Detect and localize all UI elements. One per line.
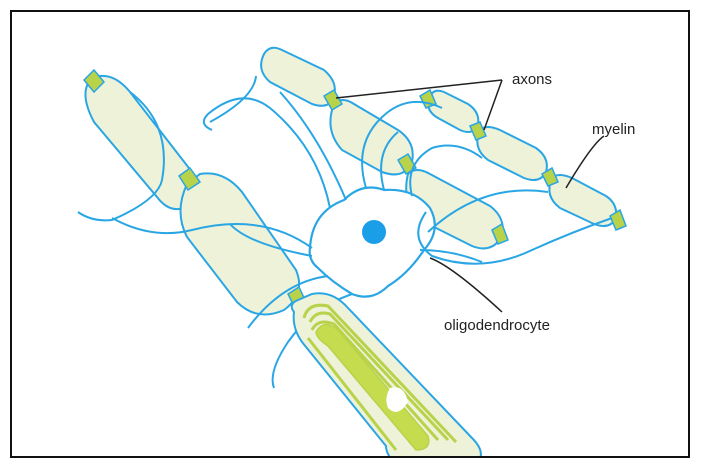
myelin-label: myelin: [592, 121, 635, 138]
nucleus: [362, 220, 386, 244]
axons-label: axons: [512, 71, 552, 88]
oligodendrocyte-diagram: axons myelin oligodendrocyte: [12, 12, 690, 458]
oligodendrocyte-label: oligodendrocyte: [444, 317, 550, 334]
myelin-segment: [85, 76, 198, 209]
figure-frame: axons myelin oligodendrocyte: [10, 10, 690, 458]
axons-leader-line: [336, 80, 502, 98]
myelin-segment: [549, 175, 616, 226]
myelin-segment: [477, 127, 547, 180]
node-of-ranvier: [470, 122, 486, 140]
upper-left-myelinated-axon: [84, 70, 306, 315]
oligodendrocyte-leader-line: [430, 258, 502, 312]
axons-leader-line: [484, 80, 502, 130]
cell-process: [420, 250, 482, 262]
